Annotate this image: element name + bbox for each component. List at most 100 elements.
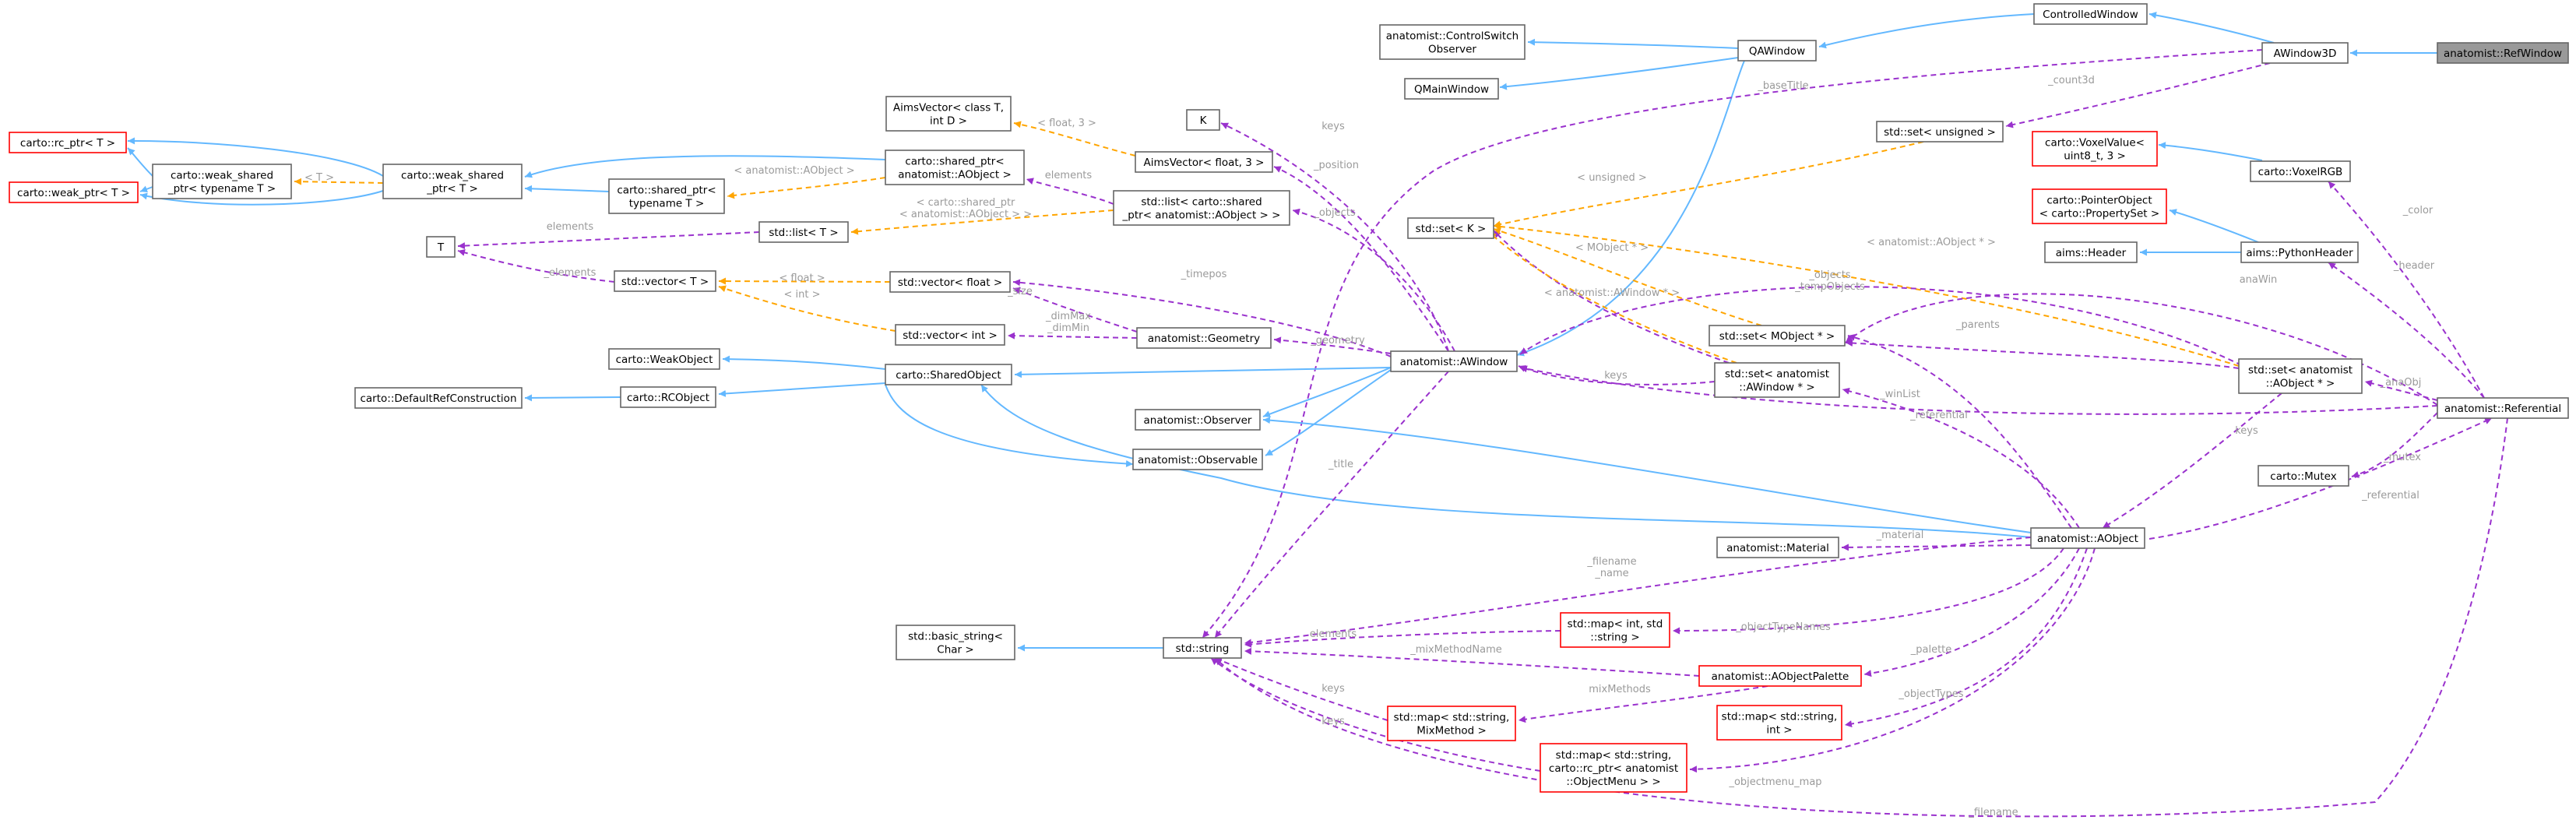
class-node-qawindow[interactable]: QAWindow <box>1737 40 1817 62</box>
class-node-aimsvector-t[interactable]: AimsVector< class T,int D > <box>885 96 1012 132</box>
edge-label-awindow-lt: < anatomist::AWindow * > <box>1544 287 1680 299</box>
inheritance-edge-39 <box>1014 367 1392 378</box>
class-node-weakobject[interactable]: carto::WeakObject <box>608 348 720 370</box>
class-node-observer[interactable]: anatomist::Observer <box>1135 409 1261 431</box>
class-node-label: ::AWindow * > <box>1739 382 1814 394</box>
class-node-list-t[interactable]: std::list< T > <box>758 221 849 243</box>
class-node-map-int-string[interactable]: std::map< int, std::string > <box>1560 612 1670 648</box>
class-node-voxelvalue[interactable]: carto::VoxelValue<uint8_t, 3 > <box>2032 131 2158 167</box>
class-node-vector-int[interactable]: std::vector< int > <box>895 324 1005 346</box>
class-node-shared-ptr-aobject[interactable]: carto::shared_ptr<anatomist::AObject > <box>885 150 1025 185</box>
usage-edge-64 <box>1244 630 1561 648</box>
class-node-referential[interactable]: anatomist::Referential <box>2437 397 2569 419</box>
class-node-sharedobject[interactable]: carto::SharedObject <box>885 364 1012 385</box>
class-node-weak-ptr[interactable]: carto::weak_ptr< T > <box>9 181 139 203</box>
class-node-refwindow[interactable]: anatomist::RefWindow <box>2437 42 2569 64</box>
class-node-map-objectmenu[interactable]: std::map< std::string,carto::rc_ptr< ana… <box>1540 743 1687 793</box>
class-node-label: AimsVector< class T, <box>893 102 1004 114</box>
class-node-aimsvector-float[interactable]: AimsVector< float, 3 > <box>1135 151 1273 173</box>
class-node-vector-float[interactable]: std::vector< float > <box>889 271 1011 293</box>
class-node-rcobject[interactable]: carto::RCObject <box>620 386 716 408</box>
edge-label-keys-mix: keys <box>1321 683 1345 695</box>
class-node-map-string-mixmethod[interactable]: std::map< std::string,MixMethod > <box>1387 706 1516 741</box>
class-node-box <box>9 181 139 203</box>
class-node-label: typename T > <box>629 198 705 210</box>
class-node-label: QMainWindow <box>1414 83 1489 96</box>
class-node-box <box>1135 151 1273 173</box>
class-node-set-awindow[interactable]: std::set< anatomist::AWindow * > <box>1714 362 1840 398</box>
class-node-voxelrgb[interactable]: carto::VoxelRGB <box>2250 160 2351 182</box>
usage-edge-25 <box>2328 181 2485 399</box>
class-node-set-aobject[interactable]: std::set< anatomist::AObject * > <box>2238 358 2363 394</box>
class-node-rc-ptr[interactable]: carto::rc_ptr< T > <box>9 132 127 153</box>
class-node-label: std::set< anatomist <box>2248 364 2353 377</box>
class-node-observable[interactable]: anatomist::Observable <box>1132 449 1263 470</box>
class-node-basic-string[interactable]: std::basic_string<Char > <box>896 625 1015 660</box>
class-node-weak-shared-typename[interactable]: carto::weak_shared_ptr< typename T > <box>152 164 292 199</box>
template-edge-31 <box>718 285 896 332</box>
class-node-box <box>9 132 127 153</box>
class-node-k[interactable]: K <box>1186 109 1220 131</box>
class-node-pythonheader[interactable]: aims::PythonHeader <box>2240 241 2359 263</box>
class-node-aims-header[interactable]: aims::Header <box>2044 241 2138 263</box>
class-node-label: std::basic_string< <box>908 631 1003 643</box>
class-node-qmainwindow[interactable]: QMainWindow <box>1404 78 1499 100</box>
edge-label-anaobj: _anaObj <box>2380 377 2422 389</box>
class-node-weak-shared-t[interactable]: carto::weak_shared_ptr< T > <box>382 164 523 199</box>
class-node-aobject[interactable]: anatomist::AObject <box>2030 527 2145 549</box>
inheritance-edge-14 <box>139 190 384 206</box>
class-node-label: anatomist::Referential <box>2444 403 2561 415</box>
class-node-list-sharedptr[interactable]: std::list< carto::shared_ptr< anatomist:… <box>1113 190 1290 226</box>
inheritance-edge-37 <box>718 382 886 397</box>
class-node-shared-ptr-typename[interactable]: carto::shared_ptr<typename T > <box>608 178 725 214</box>
class-node-awindow3d[interactable]: AWindow3D <box>2261 42 2349 64</box>
inheritance-edge-38 <box>524 394 621 402</box>
edge-label-elements-vec: _elements <box>544 267 596 279</box>
class-node-vector-t[interactable]: std::vector< T > <box>614 270 716 292</box>
template-edge-18 <box>727 177 886 199</box>
class-node-box <box>2033 3 2148 25</box>
class-node-controlledwindow[interactable]: ControlledWindow <box>2033 3 2148 25</box>
usage-edge-71 <box>1844 547 2088 727</box>
class-node-label: anatomist::RefWindow <box>2444 48 2562 60</box>
usage-edge-57 <box>2102 392 2282 529</box>
edge-label-palette: _palette <box>1910 644 1952 656</box>
class-node-aobjectpalette[interactable]: anatomist::AObjectPalette <box>1698 665 1862 687</box>
class-node-label: carto::shared_ptr< <box>617 185 716 197</box>
class-node-label: Char > <box>937 644 973 656</box>
class-node-box <box>1714 362 1840 398</box>
class-node-label: Observer <box>1428 44 1476 56</box>
class-node-t[interactable]: T <box>426 236 456 258</box>
class-node-mutex[interactable]: carto::Mutex <box>2258 465 2349 487</box>
usage-edge-69 <box>1863 547 2080 677</box>
class-node-label: carto::WeakObject <box>616 354 713 366</box>
class-node-set-unsigned[interactable]: std::set< unsigned > <box>1876 121 2004 143</box>
class-node-defaultrefconstruction[interactable]: carto::DefaultRefConstruction <box>354 387 523 409</box>
class-node-label: carto::SharedObject <box>896 369 1001 382</box>
class-node-box <box>620 386 716 408</box>
class-node-label: int D > <box>930 115 967 128</box>
class-node-label: std::string <box>1176 642 1230 655</box>
class-node-geometry[interactable]: anatomist::Geometry <box>1136 327 1272 349</box>
class-node-set-mobject[interactable]: std::set< MObject * > <box>1709 325 1846 347</box>
inheritance-edge-22 <box>2158 142 2263 161</box>
inheritance-edge-13 <box>127 137 384 177</box>
class-node-pointerobject[interactable]: carto::PointerObject< carto::PropertySet… <box>2032 188 2167 224</box>
class-node-label: carto::VoxelValue< <box>2045 137 2145 150</box>
edge-label-aobjectlt: < anatomist::AObject > <box>734 165 854 177</box>
class-node-set-k[interactable]: std::set< K > <box>1407 217 1494 239</box>
class-node-box <box>1540 743 1687 793</box>
class-node-box <box>1737 40 1817 62</box>
class-node-box <box>2238 358 2363 394</box>
class-node-material[interactable]: anatomist::Material <box>1716 537 1839 558</box>
class-node-map-string-int[interactable]: std::map< std::string,int > <box>1716 705 1842 741</box>
class-node-box <box>614 270 716 292</box>
edge-label-objecttypes: _objectTypes <box>1898 688 1963 700</box>
usage-edge-7 <box>2005 62 2271 128</box>
usage-edge-60 <box>1214 371 1449 639</box>
edge-label-size: _size <box>1007 286 1033 297</box>
class-node-string[interactable]: std::string <box>1163 637 1242 659</box>
class-node-awindow[interactable]: anatomist::AWindow <box>1390 350 1518 372</box>
